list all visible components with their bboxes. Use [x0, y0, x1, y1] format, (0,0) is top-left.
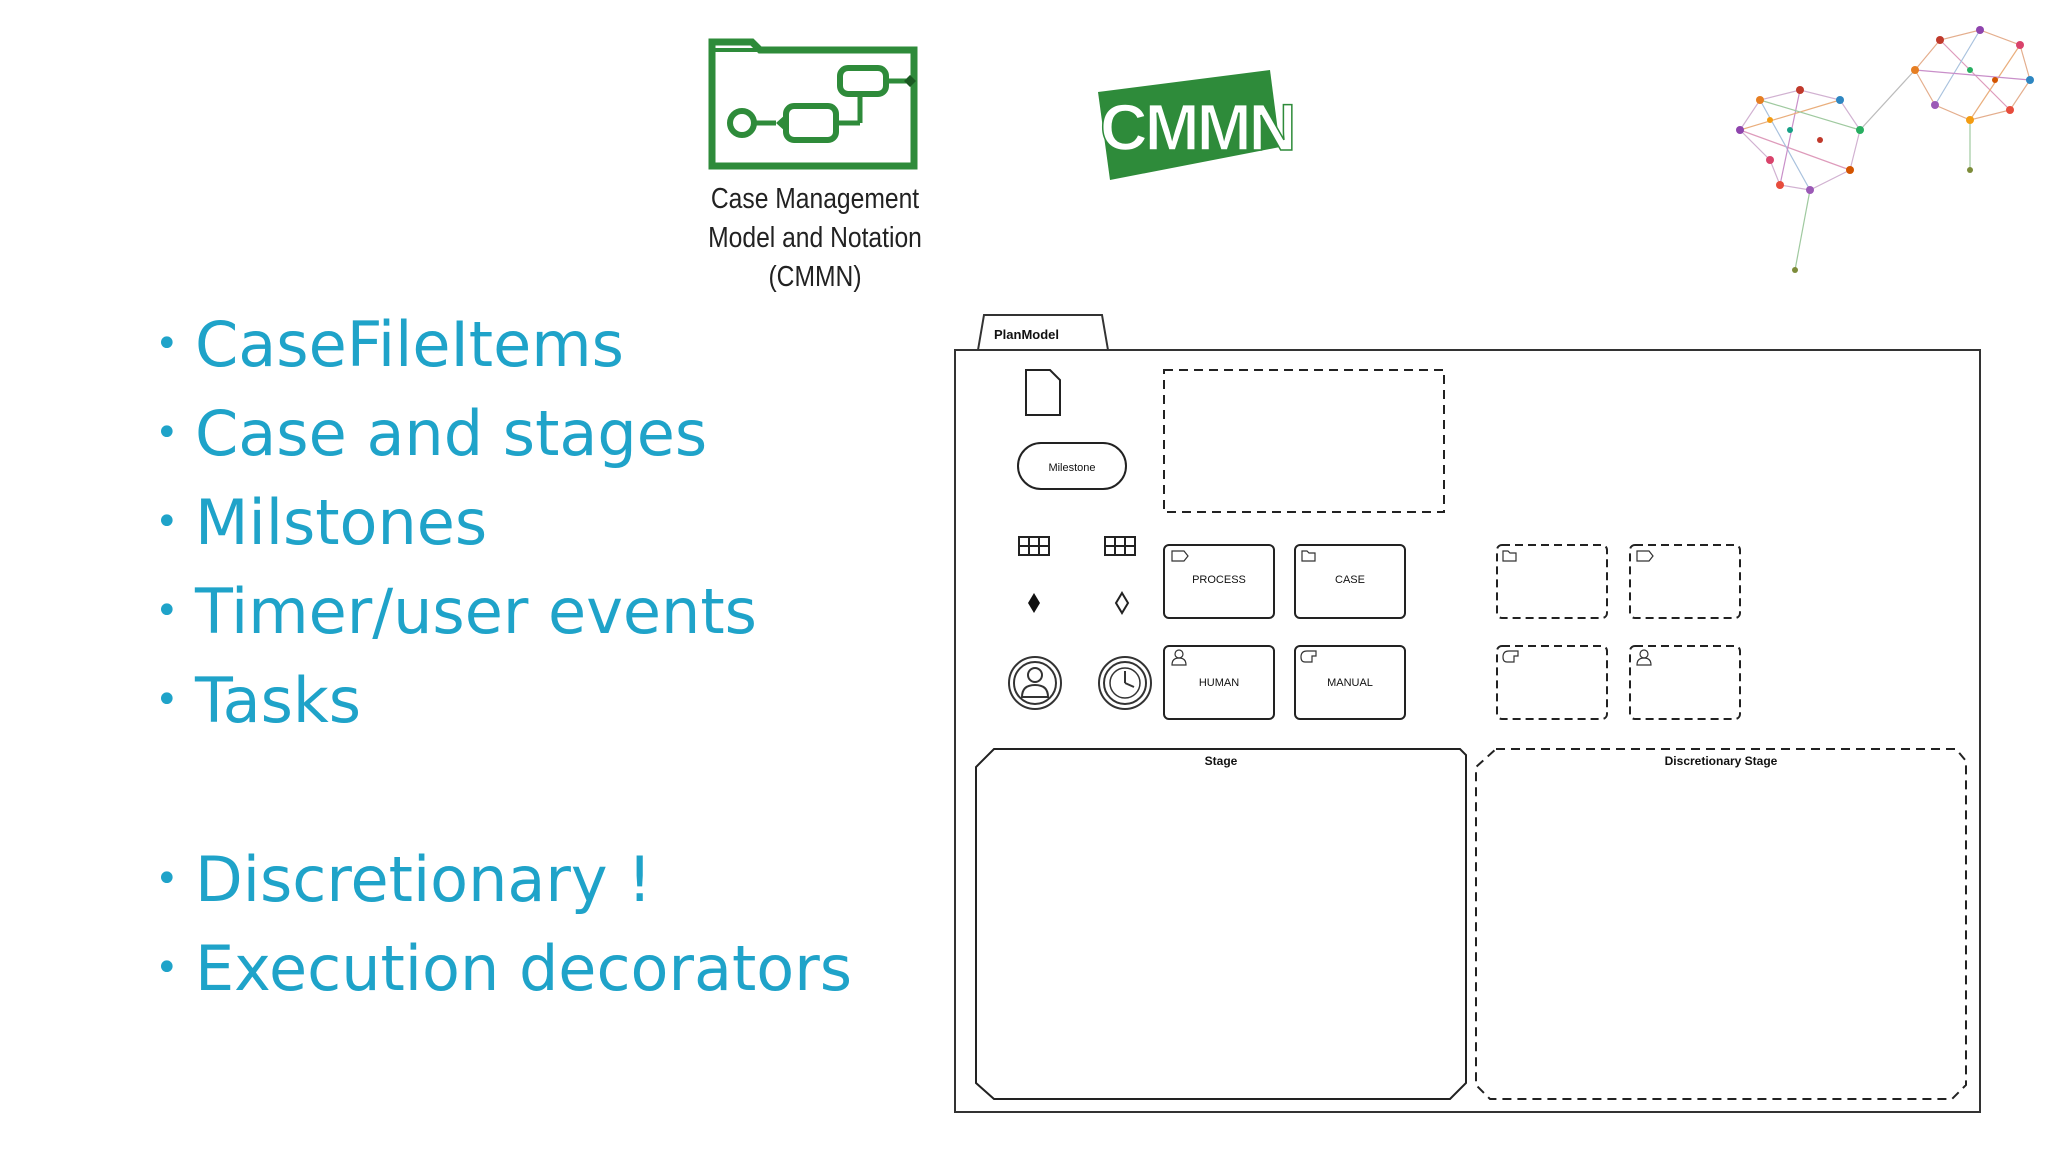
exit-criterion-icon — [1028, 593, 1040, 613]
discretionary-human-task — [1629, 645, 1741, 720]
discretionary-plan-fragment — [1163, 369, 1445, 513]
logo-caption: Case Management Model and Notation (CMMN… — [700, 180, 930, 297]
plan-model-label: PlanModel — [994, 327, 1059, 342]
bullet-item: •Tasks — [155, 664, 362, 737]
discretionary-case-task — [1496, 544, 1608, 619]
bullet-item: •Execution decorators — [155, 932, 852, 1005]
stage-label: Stage — [1205, 754, 1238, 768]
bullet-text: Timer/user events — [195, 575, 757, 648]
milestone-shape — [1017, 442, 1127, 490]
cmmn-plan-model-diagram: PlanModel Milestone PROCESS CASE — [954, 314, 1981, 1113]
caption-line: (CMMN) — [768, 261, 862, 293]
bullet-item: •CaseFileItems — [155, 308, 624, 381]
entry-criterion-icon — [1114, 591, 1130, 615]
bullet-text: CaseFileItems — [195, 308, 624, 381]
task-label: MANUAL — [1327, 677, 1373, 689]
plan-model-frame — [954, 349, 1981, 1113]
discretionary-process-task — [1629, 544, 1741, 619]
cmmn-wordmark-text: CMMN — [1100, 90, 1293, 164]
bullet-text: Discretionary ! — [195, 843, 653, 916]
planning-table-icon — [1018, 536, 1050, 556]
bullet-item: •Case and stages — [155, 397, 708, 470]
bullet-text: Execution decorators — [195, 932, 852, 1005]
cmmn-folder-logo-icon — [708, 38, 918, 170]
plan-model-tab — [977, 314, 1109, 351]
discretionary-stage-label: Discretionary Stage — [1665, 754, 1778, 768]
planning-table-icon — [1104, 536, 1136, 556]
caption-line: Case Management — [710, 183, 920, 215]
discretionary-manual-task — [1496, 645, 1608, 720]
brain-network-icon — [1736, 26, 2034, 273]
bullet-text: Case and stages — [195, 397, 708, 470]
stage-shape — [975, 748, 1467, 1100]
discretionary-stage-shape — [1475, 748, 1967, 1100]
process-task: PROCESS — [1163, 544, 1275, 619]
case-file-item-icon — [1025, 369, 1061, 416]
caption-line: Model and Notation — [708, 222, 922, 254]
bullet-text: Milstones — [195, 486, 488, 559]
milestone-label: Milestone — [1048, 462, 1095, 474]
timer-event-listener-icon — [1098, 656, 1152, 710]
human-task: HUMAN — [1163, 645, 1275, 720]
bullet-item: •Discretionary ! — [155, 843, 653, 916]
bullet-list: •CaseFileItems •Case and stages •Milston… — [155, 300, 852, 1013]
manual-task: MANUAL — [1294, 645, 1406, 720]
bullet-item: •Milstones — [155, 486, 488, 559]
cmmn-wordmark-logo: CMMN — [1098, 70, 1297, 180]
bullet-text: Tasks — [195, 664, 362, 737]
user-event-listener-icon — [1008, 656, 1062, 710]
bullet-item: •Timer/user events — [155, 575, 757, 648]
task-label: PROCESS — [1192, 574, 1246, 586]
case-task: CASE — [1294, 544, 1406, 619]
task-label: HUMAN — [1199, 677, 1239, 689]
task-label: CASE — [1335, 574, 1365, 586]
